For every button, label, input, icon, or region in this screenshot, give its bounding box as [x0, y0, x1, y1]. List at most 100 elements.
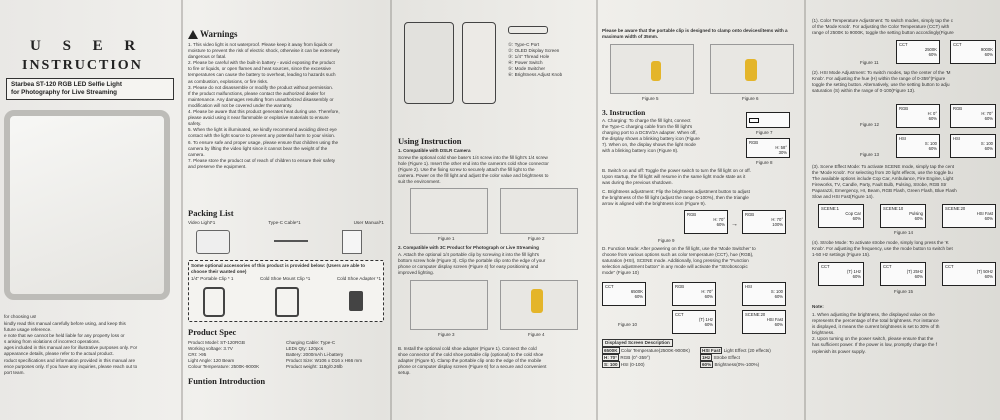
cover-note-line: e note that we cannot be held liable for… [4, 333, 125, 339]
step-line: the display shows a blinking battery ico… [602, 136, 700, 142]
warning-line: 6. To ensure safe and proper usage, plea… [188, 139, 339, 145]
spec-line: Product Model: ST-120RGB [188, 340, 245, 345]
display-desc: Color Temperature(2500K-9000K) [620, 348, 690, 353]
spec-left: Product Model: ST-120RGB Working voltage… [188, 340, 286, 370]
screen-hue: H: 58° [775, 145, 787, 150]
accessories-note: Some optional accessories of this produc… [191, 263, 366, 275]
screen-sat: S: 100 [924, 141, 937, 146]
screen-effect: Cop Car [845, 211, 861, 216]
step-line: charging port to a DC5V/2A adapter. When… [602, 130, 697, 136]
accessory-label: Cold Shoe Adapter *1 [336, 276, 381, 282]
figure-3-caption: Figure 3 [438, 332, 455, 337]
screen-effect: HSI Fast [766, 317, 783, 322]
step-line: saturation (S) within the range of 0-100… [812, 88, 916, 94]
portable-clip-image [203, 287, 225, 317]
clip-highlight [651, 61, 661, 81]
cover-note-line: ence purposes only. If you have any inqu… [4, 363, 138, 369]
step-line: was during the previous shutdown. [602, 180, 673, 186]
screen-brightness: 60% [928, 52, 937, 57]
note-line: 1. When adjusting the brightness, the di… [812, 312, 935, 317]
cold-shoe-adapter-image [349, 291, 363, 311]
step-line: adapter (Figure 5). Clamp the portable c… [398, 358, 542, 364]
display-sample: H: 70° [602, 354, 620, 362]
fold-line [804, 0, 806, 420]
note-line: represents the percentage of the total b… [812, 318, 939, 324]
instruction-panel: Please be aware that the portable clip i… [600, 0, 800, 420]
screen-mode: RGB [749, 140, 759, 145]
warning-line: 3. Please do not disassemble or modify t… [188, 84, 334, 90]
display-desc: RGB (0°-359°) [620, 355, 651, 361]
product-name-box: Starbea ST-120 RGB LED Selfie Light for … [6, 78, 174, 100]
step-line: improved lighting. [398, 270, 435, 276]
figure-12-screen-b: RGB H: 70° 60% [950, 104, 996, 128]
display-sample: 1Hz [700, 354, 713, 362]
screen-brightness: 60% [914, 274, 923, 279]
screen-strobe: (T) 50Hz [976, 269, 993, 274]
product-name: Starbea ST-120 RGB LED Selfie Light [11, 81, 122, 88]
figure-8-screen: RGB H: 58° 30% [746, 138, 790, 158]
hsi-text: (2). HSI Mode Adjustment: To switch mode… [812, 70, 1000, 94]
figure-11-screen-b: CCT 9000K 60% [950, 40, 996, 64]
spec-line: Charging Cable: Type-C [286, 340, 336, 345]
figure-14-screen-b: SCENE:10 Pulsing 60% [880, 204, 926, 228]
packing-items: Video Light*1 Type-C Cable*1 User Manual… [188, 220, 384, 226]
legend-item: ①: Type-C Port [508, 42, 540, 47]
figure-8-caption: Figure 8 [756, 160, 773, 165]
screen-hue: H: 70° [701, 289, 713, 294]
figure-10-scene-screen: SCENE:20 HSI Fast 60% [742, 310, 786, 334]
function-title: Funtion Introduction [188, 376, 266, 386]
figure-2-caption: Figure 2 [528, 236, 545, 241]
figure-5-caption: Figure 5 [642, 96, 659, 101]
step-line: A. Attach the optional 1/4 portable clip… [398, 252, 540, 257]
screen-effect: HSI Fast [976, 211, 993, 216]
screen-brightness: 60% [984, 216, 993, 221]
figure-14-screen-a: SCENE:1 Cop Car 60% [818, 204, 864, 228]
screen-brightness: 60% [984, 52, 993, 57]
warning-line: maintenance. Any damages resulting from … [188, 96, 334, 102]
display-row: 6500K Color Temperature(2500K-9000K) [602, 347, 700, 354]
step2b-text: B. Install the optional cold shoe adapte… [398, 346, 590, 376]
step2-title: 2. Compatible with 3C Product for Photog… [398, 245, 539, 250]
figure-4-image [500, 280, 578, 330]
warning-line: safety. [188, 121, 202, 127]
figure-5-image [610, 44, 694, 94]
screen-brightness: 60% [928, 116, 937, 121]
figure-3-image [410, 280, 488, 330]
step-line: bottom screw hole (Figure 3). Clip the p… [398, 258, 546, 264]
warning-line: 4. Please be aware that this product gen… [188, 109, 340, 115]
figure-6-caption: Figure 6 [742, 96, 759, 101]
note-line: replenish its power supply. [812, 348, 866, 354]
step-line: toggle the setting button. Alternatively… [812, 82, 950, 88]
screen-hue: H: 70° [771, 217, 783, 222]
note-line: 2. Upon turning on the power switch, ple… [812, 336, 934, 342]
step-line: A. Charging: To charge the fill light, c… [602, 118, 691, 123]
warning-line: camera by lifting the video light since … [188, 145, 328, 151]
legend-item: ②: OLED Display Screen [508, 48, 560, 54]
screen-mode: HSI [899, 136, 906, 141]
screen-hue: H: 0° [927, 111, 937, 116]
figure-9-screen-a: RGB H: 70° 60% [684, 210, 728, 234]
step-line: (3). Scene Effect Mode: To activate SCEN… [812, 164, 955, 169]
figure-10-strobe-screen: CCT (T) 1Hz 60% [672, 310, 716, 334]
figure-13-caption: Figure 13 [860, 152, 880, 157]
warning-icon [188, 30, 198, 39]
warning-line: 2. Please be careful with the built-in b… [188, 60, 335, 66]
fold-line [596, 0, 598, 420]
screen-mode: RGB [899, 106, 909, 111]
warning-line: please avoid using it near flammable or … [188, 115, 329, 121]
spec-line: LEDs Qty: 120pcs [286, 346, 324, 352]
note-line: brightness. [812, 330, 835, 336]
figure-12-screen-a: RGB H: 0° 60% [896, 104, 940, 128]
cover-note-line: s arising from violations of incorrect o… [4, 339, 100, 345]
step-line: (4). Strobe Mode: To activate strobe mod… [812, 240, 949, 245]
figure-10-rgb-screen: RGB H: 70° 60% [672, 282, 716, 306]
screen-mode: RGB [745, 212, 755, 217]
warnings-title: Warnings [200, 29, 238, 39]
step-line: camera. Power on the fill light and adju… [398, 173, 549, 179]
screen-mode: SCENE:20 [745, 312, 766, 317]
cover-notes: kindly read this manual carefully before… [4, 321, 178, 376]
figure-7-caption: Figure 7 [756, 130, 773, 135]
screen-temp: 9000K [980, 47, 993, 52]
display-sample: 6500K [602, 347, 620, 354]
